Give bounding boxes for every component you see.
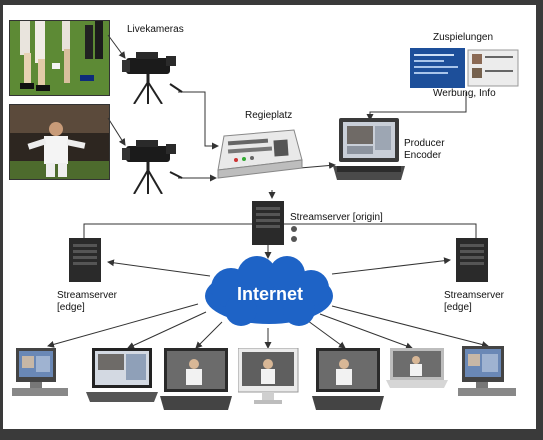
label-origin: Streamserver [origin] bbox=[290, 212, 383, 223]
monitor-icon bbox=[458, 346, 516, 396]
video-mixer-icon bbox=[217, 129, 303, 179]
player-photo bbox=[9, 104, 110, 180]
laptop-icon bbox=[312, 348, 384, 410]
server-tower-icon bbox=[252, 201, 297, 245]
laptop-icon bbox=[386, 348, 448, 388]
cloud-icon bbox=[205, 256, 333, 326]
server-tower-icon bbox=[69, 238, 101, 282]
label-edge-right-2: [edge] bbox=[444, 302, 472, 313]
label-producer: Producer bbox=[404, 138, 445, 149]
label-edge-right-1: Streamserver bbox=[444, 290, 505, 301]
label-livekameras: Livekameras bbox=[127, 24, 184, 35]
laptop-icon bbox=[333, 118, 405, 180]
label-werbung: Werbung, Info bbox=[433, 88, 496, 99]
video-camera-icon bbox=[122, 52, 183, 104]
label-regieplatz: Regieplatz bbox=[245, 110, 293, 121]
label-encoder: Encoder bbox=[404, 150, 442, 161]
info-screens bbox=[410, 48, 520, 88]
monitor-icon bbox=[12, 348, 68, 396]
label-zuspielungen: Zuspielungen bbox=[433, 32, 494, 43]
laptop-icon bbox=[86, 348, 158, 402]
football-photo bbox=[9, 20, 110, 96]
laptop-icon bbox=[160, 348, 232, 410]
label-edge-left-1: Streamserver bbox=[57, 290, 118, 301]
server-tower-icon bbox=[456, 238, 488, 282]
video-camera-icon bbox=[122, 140, 183, 194]
label-edge-left-2: [edge] bbox=[57, 302, 85, 313]
internet-label: Internet bbox=[237, 284, 304, 304]
imac-icon bbox=[238, 348, 299, 404]
